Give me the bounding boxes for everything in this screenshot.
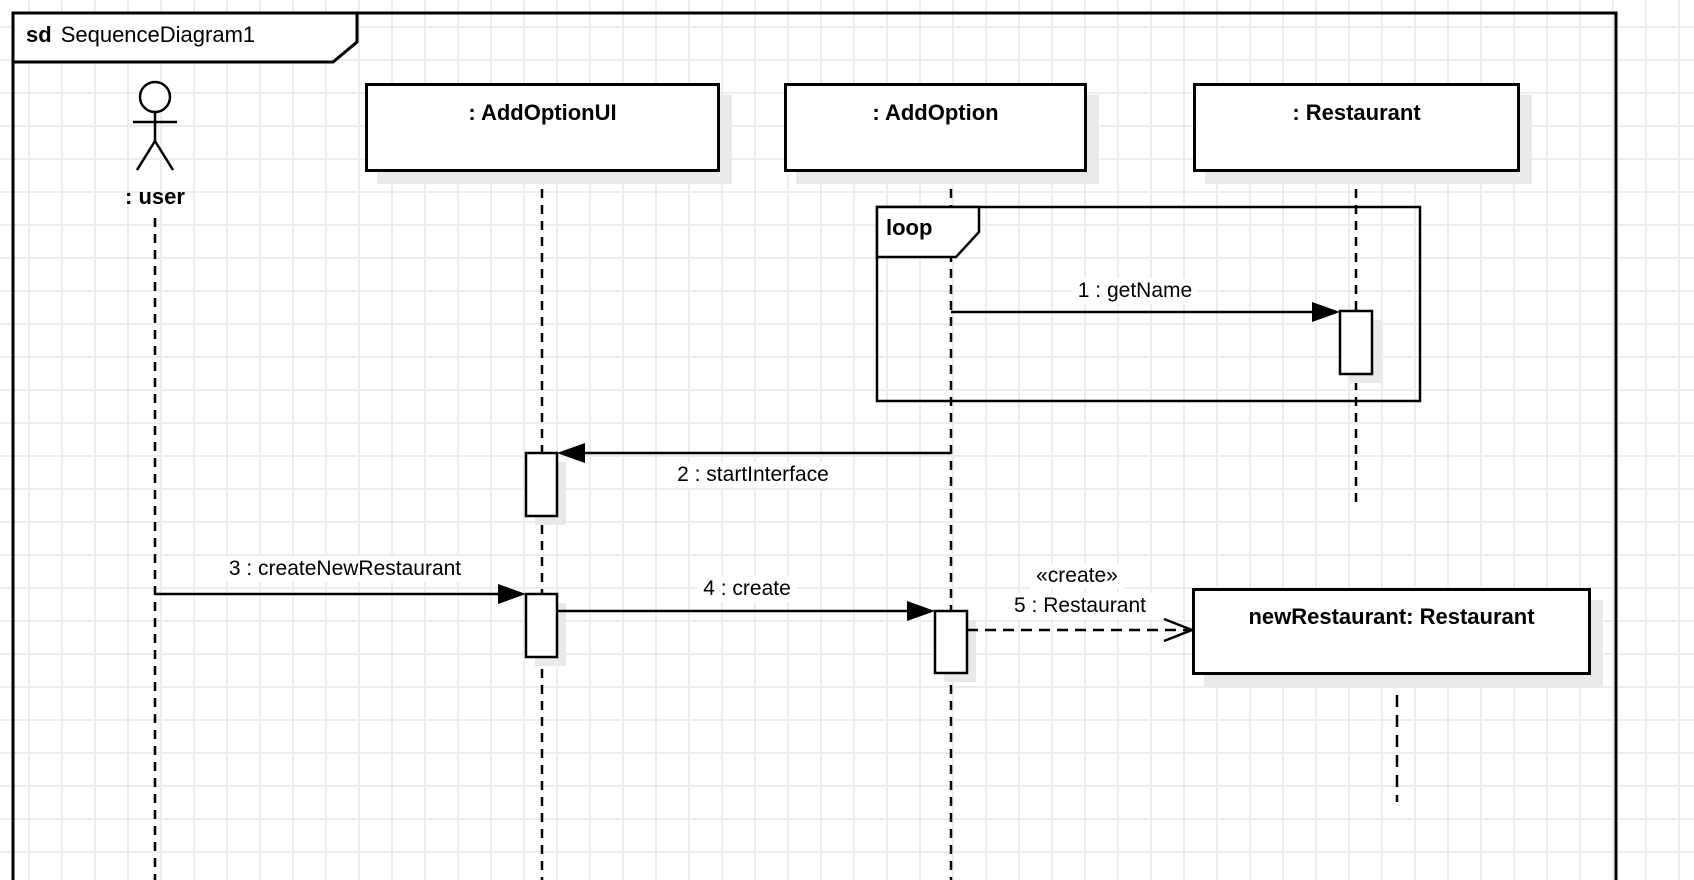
message-4-label[interactable]: 4 : create bbox=[697, 576, 797, 602]
message-1-arrowhead-icon bbox=[1312, 302, 1340, 322]
activation-bar-addoptionui-1[interactable] bbox=[524, 451, 559, 518]
message-1-arrow[interactable] bbox=[951, 302, 1340, 322]
loop-operator-label[interactable]: loop bbox=[886, 215, 933, 240]
lifeline-head-label: : AddOption bbox=[872, 99, 999, 125]
lifeline-head-restaurant[interactable]: : Restaurant bbox=[1193, 83, 1520, 172]
activation-bar-addoptionui-2[interactable] bbox=[524, 592, 559, 659]
lifeline-head-newrestaurant[interactable]: newRestaurant: Restaurant bbox=[1192, 588, 1591, 675]
message-5-label[interactable]: 5 : Restaurant bbox=[1008, 593, 1152, 619]
activation-bar-addoption[interactable] bbox=[933, 609, 969, 675]
message-3-arrow[interactable] bbox=[155, 584, 526, 604]
message-2-arrow[interactable] bbox=[557, 443, 951, 463]
actor-user-label[interactable]: : user bbox=[125, 184, 185, 209]
frame-keyword: sd bbox=[26, 21, 52, 47]
lifeline-head-label: : Restaurant bbox=[1292, 99, 1421, 125]
message-3-label[interactable]: 3 : createNewRestaurant bbox=[222, 556, 468, 582]
message-3-arrowhead-icon bbox=[498, 584, 526, 604]
loop-operator-pentagon bbox=[875, 205, 981, 259]
message-5-arrow[interactable] bbox=[967, 617, 1196, 643]
frame-title-text: SequenceDiagram1 bbox=[60, 21, 256, 47]
loop-fragment-border bbox=[875, 205, 1422, 403]
activation-bar-restaurant[interactable] bbox=[1338, 309, 1374, 376]
lifeline-head-label: newRestaurant: Restaurant bbox=[1248, 603, 1535, 629]
message-1-label[interactable]: 1 : getName bbox=[1071, 278, 1199, 304]
message-5-stereotype[interactable]: «create» bbox=[1030, 563, 1124, 589]
frame-title-tab[interactable] bbox=[11, 11, 359, 64]
message-2-label[interactable]: 2 : startInterface bbox=[671, 462, 835, 488]
frame-title: sd SequenceDiagram1 bbox=[13, 13, 357, 62]
lifeline-head-addoptionui[interactable]: : AddOptionUI bbox=[365, 83, 720, 172]
message-4-arrowhead-icon bbox=[907, 601, 935, 621]
loop-fragment[interactable] bbox=[875, 205, 1422, 403]
lifeline-head-label: : AddOptionUI bbox=[468, 99, 617, 125]
message-2-arrowhead-icon bbox=[557, 443, 585, 463]
actor-user-icon[interactable] bbox=[133, 80, 177, 171]
frame-border[interactable] bbox=[11, 11, 1618, 880]
message-4-arrow[interactable] bbox=[557, 601, 935, 621]
lifeline-head-addoption[interactable]: : AddOption bbox=[784, 83, 1087, 172]
